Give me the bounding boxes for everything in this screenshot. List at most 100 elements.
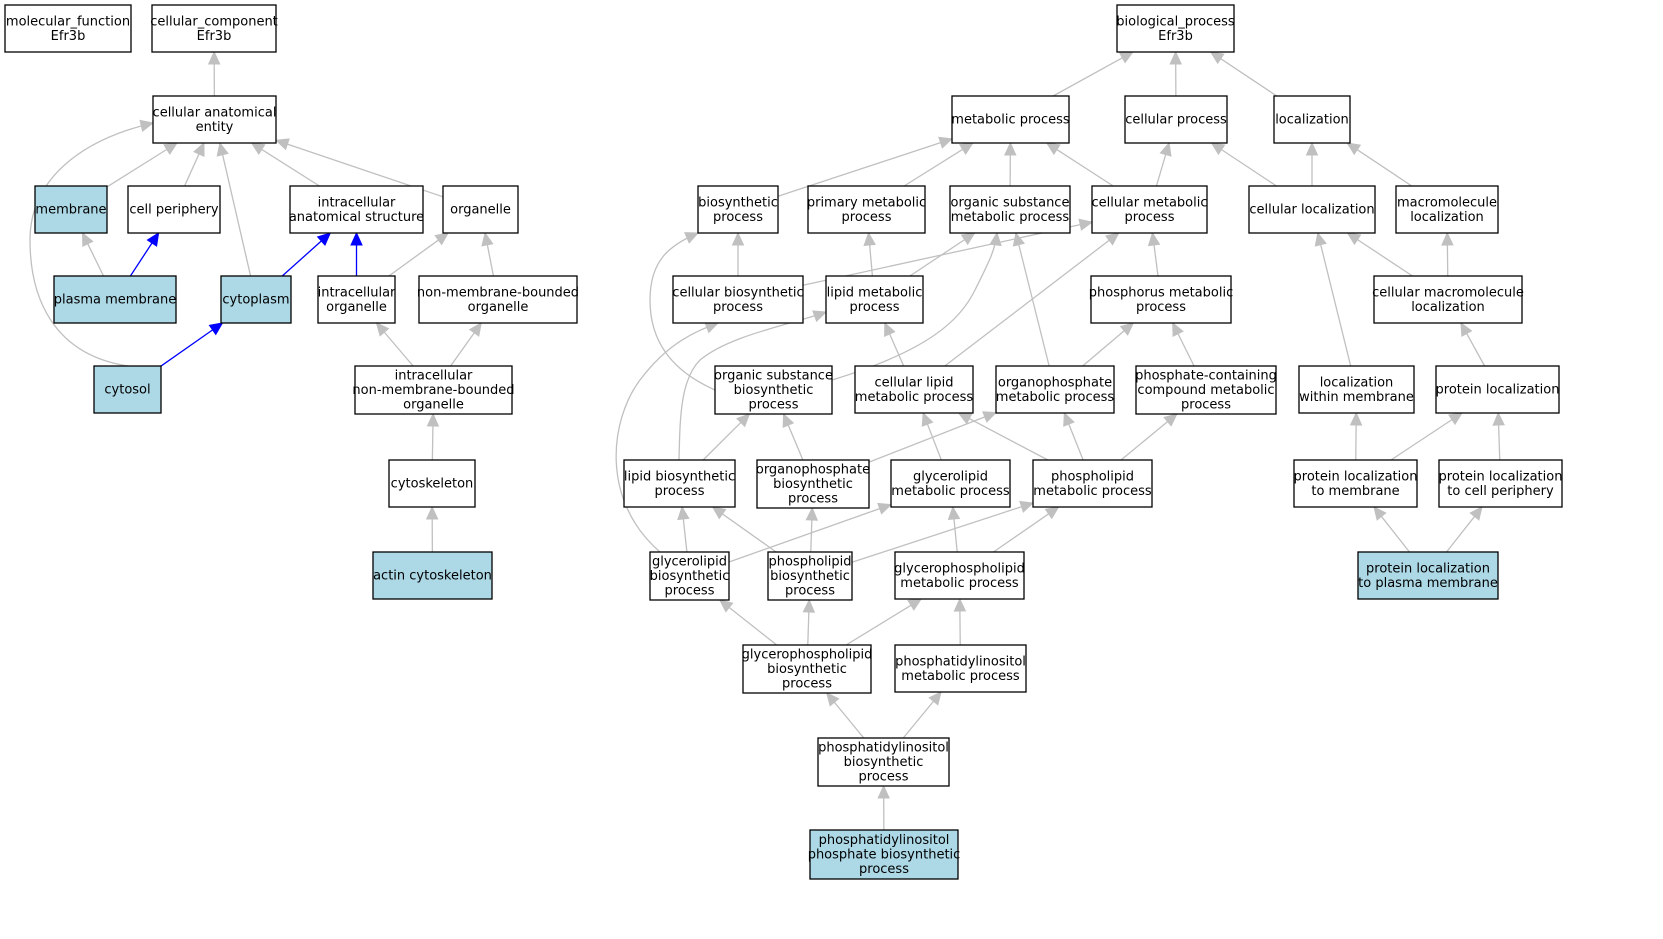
edge-cell-periphery-to-cellular-anatomical-entity: [183, 141, 205, 187]
edge-lipid-metabolic-process-to-primary-metabolic-process: [863, 231, 876, 277]
node-box: [854, 365, 974, 414]
arrowhead: [81, 231, 94, 247]
arrowhead: [1004, 141, 1017, 156]
node-label-line: process: [842, 210, 892, 225]
arrowhead: [1460, 321, 1473, 337]
node-cytoskeleton[interactable]: cytoskeleton: [388, 459, 476, 508]
node-label-line: phosphorus metabolic: [1089, 285, 1233, 300]
edge-biosynthetic-process-to-metabolic-process: [777, 136, 954, 197]
node-actin-cytoskeleton[interactable]: actin cytoskeleton: [372, 551, 493, 600]
edge-line: [968, 418, 1049, 461]
arrowhead: [718, 599, 734, 613]
edge-line: [810, 519, 813, 553]
edge-glycerolipid-metabolic-process-to-cellular-lipid-metabolic-process: [921, 411, 942, 461]
node-label-line: biosynthetic: [767, 662, 847, 677]
node-protein-localization[interactable]: protein localization: [1435, 365, 1560, 414]
edge-line: [129, 242, 153, 277]
node-label-line: metabolic process: [900, 576, 1019, 591]
arrowhead: [907, 598, 923, 611]
edge-phosphatidylinositol-metabolic-process-to-glycerophospholipid-metabolic-process: [953, 597, 967, 646]
node-cytoplasm[interactable]: cytoplasm: [220, 275, 292, 324]
edge-cellular-macromolecule-localization-to-cellular-localization: [1346, 232, 1413, 277]
node-label-line: process: [850, 300, 900, 315]
arrowhead: [1441, 231, 1454, 246]
edge-line: [383, 331, 414, 367]
node-label-line: cytoskeleton: [391, 477, 474, 492]
node-label-line: metabolic process: [996, 390, 1115, 405]
node-metabolic-process[interactable]: metabolic process: [951, 95, 1070, 144]
node-label-line: phosphatidylinositol: [895, 654, 1026, 669]
node-plasma-membrane[interactable]: plasma membrane: [53, 275, 177, 324]
node-intracellular-non-membrane-bounded-organelle[interactable]: intracellularnon-membrane-boundedorganel…: [352, 365, 515, 415]
node-box: [807, 185, 926, 234]
arrowhead: [1147, 231, 1161, 247]
node-label-line: cell periphery: [129, 203, 219, 218]
node-box: [756, 459, 870, 509]
node-box: [53, 275, 177, 324]
arrowhead: [216, 141, 229, 157]
node-label-line: glycerophospholipid: [742, 648, 873, 663]
node-box: [127, 185, 221, 234]
node-cellular-localization[interactable]: cellular localization: [1248, 185, 1376, 234]
edge-line: [1466, 333, 1486, 367]
node-box: [388, 459, 476, 508]
node-label-line: process: [1181, 398, 1231, 413]
node-localization[interactable]: localization: [1273, 95, 1351, 144]
node-organelle[interactable]: organelle: [442, 185, 519, 234]
node-label-line: biosynthetic: [650, 569, 730, 584]
edge-line: [845, 604, 912, 646]
node-box: [672, 275, 804, 324]
edge-cytoplasm-to-intracellular-anatomical-structure: [281, 232, 332, 277]
edge-line: [388, 239, 439, 277]
node-label-line: anatomical structure: [289, 210, 424, 225]
edge-primary-metabolic-process-to-metabolic-process: [903, 142, 974, 187]
arrowhead: [677, 505, 690, 521]
edge-intracellular-non-membrane-bounded-organelle-to-non-membrane-bounded-organelle: [450, 322, 482, 367]
node-membrane[interactable]: membrane: [34, 185, 108, 234]
node-label-line: process: [713, 210, 763, 225]
arrowhead: [863, 231, 876, 247]
node-label-line: cellular process: [1125, 113, 1227, 128]
node-cellular-process[interactable]: cellular process: [1124, 95, 1228, 144]
node-cytosol[interactable]: cytosol: [93, 365, 162, 414]
edge-localization-within-membrane-to-cellular-localization: [1314, 231, 1352, 367]
node-label-line: process: [665, 584, 715, 599]
edge-line: [777, 141, 941, 197]
node-cell-periphery[interactable]: cell periphery: [127, 185, 221, 234]
